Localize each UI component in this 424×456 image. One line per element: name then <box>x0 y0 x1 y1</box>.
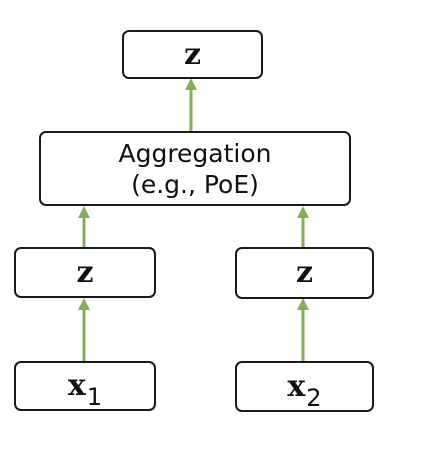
top-node-z: z <box>122 30 263 79</box>
input-right-label: x <box>287 368 306 404</box>
latent-left-label: z <box>76 254 94 290</box>
aggregation-title: Aggregation <box>118 138 272 168</box>
top-node-label: z <box>183 36 202 72</box>
latent-node-left: z <box>14 247 156 298</box>
aggregation-subtitle: (e.g., PoE) <box>131 169 259 199</box>
input-left-subscript: 1 <box>86 383 103 411</box>
latent-node-right: z <box>235 247 374 299</box>
aggregation-node: Aggregation (e.g., PoE) <box>39 131 351 206</box>
latent-right-label: z <box>295 255 314 290</box>
input-left-label: x <box>67 368 86 403</box>
input-right-subscript: 2 <box>306 383 322 412</box>
